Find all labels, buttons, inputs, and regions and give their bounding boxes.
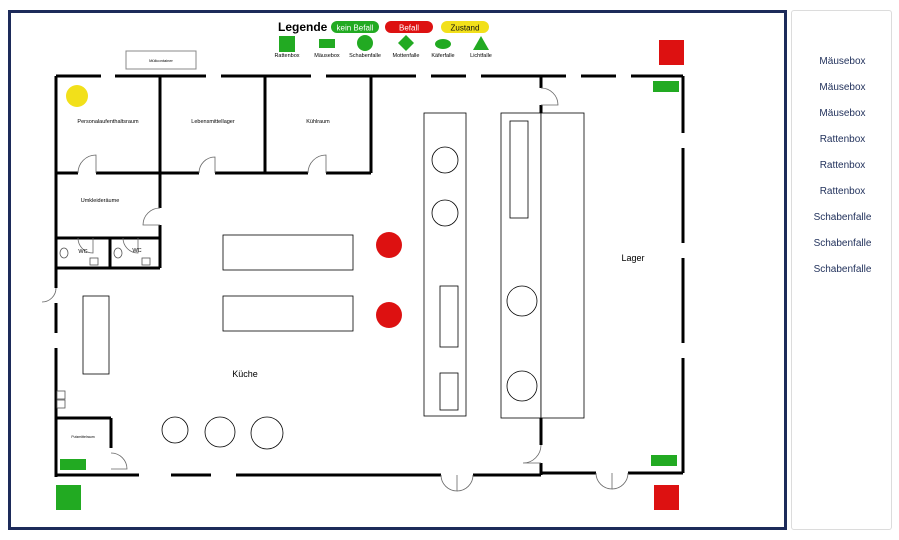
legend-ellipse-icon	[435, 39, 451, 49]
room-label-wc-1: WC	[78, 249, 87, 255]
legend-status-infested-pill	[385, 21, 433, 33]
legend-symbol-label: Mottenfalle	[393, 53, 420, 59]
room-label-personal: Personalaufenthaltsraum	[77, 119, 139, 125]
legend-status-infested-label: Befall	[399, 24, 419, 33]
trap-markers	[56, 40, 684, 510]
floor-plan: Legende kein Befall Befall Zustand Ratte…	[8, 10, 787, 530]
legend-title: Legende	[278, 20, 328, 34]
state-marker[interactable]	[66, 85, 88, 107]
room-label-lebensmittel: Lebensmittellager	[191, 119, 235, 125]
room-labels: Personalaufenthaltsraum Lebensmittellage…	[71, 119, 330, 439]
counter	[82, 295, 110, 375]
legend-status-ok-label: kein Befall	[337, 24, 374, 33]
legend-symbol-label: Mäusebox	[314, 53, 340, 59]
trap-list-item[interactable]: Mäusebox	[819, 108, 866, 119]
container-box	[125, 50, 197, 70]
shelf-detail	[439, 372, 459, 411]
room-label-putzraum: Putzmittelraum	[71, 435, 94, 439]
trap-list-item[interactable]: Rattenbox	[819, 186, 866, 197]
room-label-lager: Lager	[621, 253, 644, 263]
room-label-wc-2: WC	[132, 248, 141, 254]
counter	[222, 295, 354, 332]
legend-triangle-icon	[473, 36, 489, 50]
rattenbox-marker-ok[interactable]	[56, 485, 81, 510]
maeusebox-marker-ok[interactable]	[651, 455, 677, 466]
legend-symbol-label: Schabenfalle	[349, 53, 381, 59]
legend-status-ok-pill	[331, 21, 379, 33]
legend: Legende kein Befall Befall Zustand Ratte…	[274, 20, 491, 59]
legend-rectangle-icon	[319, 39, 335, 48]
round-fixture	[506, 285, 538, 317]
round-table	[204, 416, 236, 448]
round-fixture	[431, 199, 459, 227]
legend-symbol-label: Käferfalle	[431, 53, 454, 59]
legend-status-state-pill	[441, 21, 489, 33]
legend-symbol-label: Lichtfalle	[470, 53, 492, 59]
shelf-detail	[509, 120, 529, 219]
trap-list-item[interactable]: Mäusebox	[819, 82, 866, 93]
trap-list-item[interactable]: Mäusebox	[819, 56, 866, 67]
container-box-label: Müllcontainer	[149, 58, 173, 63]
legend-diamond-icon	[398, 35, 414, 51]
inner-walls	[56, 76, 543, 475]
legend-square-icon	[279, 36, 295, 52]
legend-circle-icon	[357, 35, 373, 51]
room-label-umkleide: Umkleideräume	[81, 198, 120, 204]
trap-list-panel: Mäusebox Mäusebox Mäusebox Rattenbox Rat…	[791, 10, 892, 530]
floor-plan-drawing: Legende kein Befall Befall Zustand Ratte…	[41, 20, 685, 510]
trap-list-item[interactable]: Schabenfalle	[813, 238, 872, 249]
trap-list-item[interactable]: Rattenbox	[819, 134, 866, 145]
legend-symbol-label: Rattenbox	[274, 53, 299, 59]
door-arcs	[41, 87, 629, 492]
maeusebox-marker-ok[interactable]	[60, 459, 86, 470]
schabenfalle-marker-infested[interactable]	[376, 302, 402, 328]
trap-list-item[interactable]: Schabenfalle	[813, 212, 872, 223]
rattenbox-marker-infested[interactable]	[659, 40, 684, 65]
kitchen-furniture	[82, 112, 585, 450]
round-table	[250, 416, 284, 450]
trap-list-item[interactable]: Schabenfalle	[813, 264, 872, 275]
counter	[222, 234, 354, 271]
room-label-kuehlraum: Kühlraum	[306, 119, 330, 125]
round-table	[161, 416, 189, 444]
shelf-detail	[439, 285, 459, 348]
wc-fixtures	[56, 247, 151, 409]
round-fixture	[506, 370, 538, 402]
rattenbox-marker-infested[interactable]	[654, 485, 679, 510]
schabenfalle-marker-infested[interactable]	[376, 232, 402, 258]
legend-status-state-label: Zustand	[451, 24, 480, 33]
maeusebox-marker-ok[interactable]	[653, 81, 679, 92]
trap-list-item[interactable]: Rattenbox	[819, 160, 866, 171]
room-label-kueche: Küche	[232, 369, 258, 379]
shelf-unit	[540, 112, 585, 419]
wall-openings	[54, 74, 685, 477]
round-fixture	[431, 146, 459, 174]
